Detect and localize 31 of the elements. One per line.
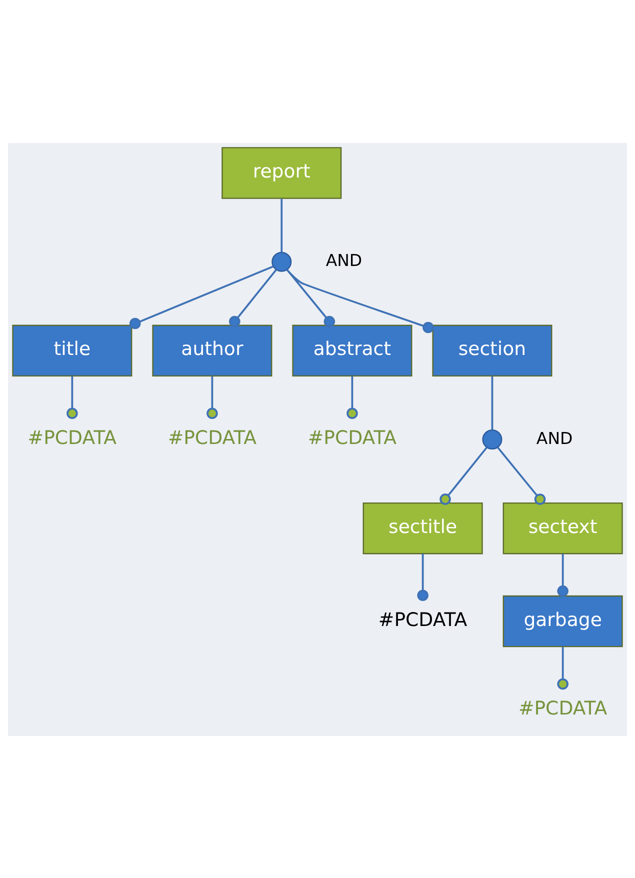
- connector: [286, 268, 336, 327]
- node-circle: [482, 429, 502, 449]
- connector: [280, 198, 283, 252]
- connector: [346, 376, 358, 419]
- node-label: AND: [536, 428, 573, 448]
- node-text: #PCDATA: [378, 609, 468, 630]
- node-label: AND: [326, 250, 362, 270]
- connector: [491, 376, 494, 430]
- node-box: garbage: [502, 594, 623, 647]
- node-text: #PCDATA: [28, 427, 117, 448]
- connector: [557, 646, 568, 690]
- node-box: sectitle: [362, 502, 483, 554]
- connector: [129, 265, 274, 329]
- node-text: #PCDATA: [168, 427, 257, 448]
- connector: [286, 268, 434, 333]
- node-box: section: [432, 324, 552, 376]
- node-text: #PCDATA: [308, 427, 397, 448]
- node-box: sectext: [502, 502, 623, 554]
- node-box: title: [12, 324, 132, 376]
- node-text: #PCDATA: [518, 698, 608, 720]
- connector: [557, 553, 568, 596]
- connector: [440, 446, 488, 504]
- node-circle: [272, 251, 292, 272]
- connector: [229, 268, 277, 327]
- connector: [497, 446, 546, 504]
- node-box: report: [222, 146, 342, 198]
- connector: [66, 376, 78, 419]
- node-box: author: [152, 324, 272, 376]
- node-box: abstract: [292, 324, 412, 376]
- connector: [206, 376, 218, 419]
- connector: [417, 553, 428, 600]
